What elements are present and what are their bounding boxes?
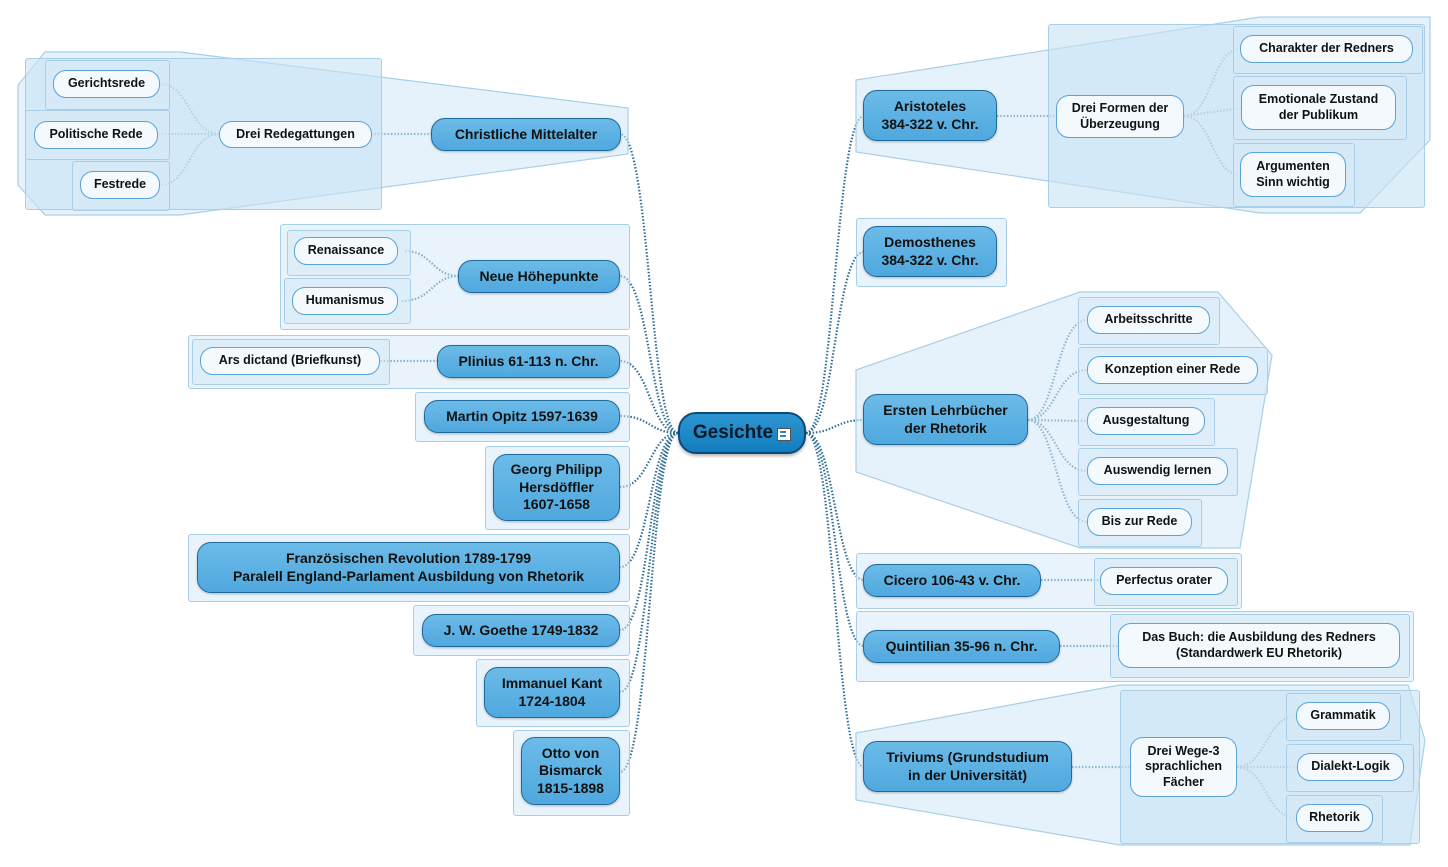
subtopic-arbeitsschritte[interactable]: Arbeitsschritte: [1087, 306, 1210, 334]
topic-demosthenes[interactable]: Demosthenes 384-322 v. Chr.: [863, 226, 997, 277]
subtopic-label: Ars dictand (Briefkunst): [218, 353, 362, 368]
subtopic-charakter[interactable]: Charakter der Redners: [1240, 35, 1413, 63]
subtopic-drei-formen[interactable]: Drei Formen der Überzeugung: [1056, 95, 1184, 138]
subtopic-label-line1: Argumenten: [1256, 158, 1330, 173]
topic-label: Martin Opitz 1597-1639: [446, 407, 598, 424]
subtopic-label: Bis zur Rede: [1101, 514, 1178, 529]
topic-cicero[interactable]: Cicero 106-43 v. Chr.: [863, 564, 1041, 597]
subtopic-label-line1: Drei Wege-3: [1147, 743, 1220, 758]
subtopic-label: Festrede: [93, 177, 147, 192]
topic-label: Quintilian 35-96 n. Chr.: [885, 637, 1038, 654]
subtopic-konzeption[interactable]: Konzeption einer Rede: [1087, 356, 1258, 384]
subtopic-label: Gerichtsrede: [67, 76, 146, 91]
subtopic-label-line2: Sinn wichtig: [1256, 174, 1330, 189]
topic-aristoteles[interactable]: Aristoteles 384-322 v. Chr.: [863, 90, 997, 141]
topic-label-line2: Bismarck: [538, 762, 603, 779]
topic-label-line1: Otto von: [541, 744, 600, 761]
topic-christliche-mittelalter[interactable]: Christliche Mittelalter: [431, 118, 621, 151]
topic-label-line1: Demosthenes: [884, 234, 976, 250]
topic-opitz[interactable]: Martin Opitz 1597-1639: [424, 400, 620, 433]
subtopic-perfectus[interactable]: Perfectus orater: [1100, 567, 1228, 595]
topic-label: Christliche Mittelalter: [454, 125, 598, 142]
subtopic-humanismus[interactable]: Humanismus: [292, 287, 398, 315]
topic-label-line1: Georg Philipp: [510, 461, 603, 478]
subtopic-drei-wege[interactable]: Drei Wege-3 sprachlichen Fächer: [1130, 737, 1237, 797]
subtopic-gerichtsrede[interactable]: Gerichtsrede: [53, 70, 160, 98]
subtopic-label: Rhetorik: [1309, 810, 1360, 825]
topic-label: J. W. Goethe 1749-1832: [443, 621, 599, 638]
subtopic-label-line2: sprachlichen: [1144, 759, 1223, 774]
subtopic-label: Auswendig lernen: [1103, 463, 1212, 478]
subtopic-label: Drei Redegattungen: [236, 126, 355, 141]
subtopic-label-line1: Das Buch: die Ausbildung des Redners: [1142, 629, 1376, 644]
topic-triviums[interactable]: Triviums (Grundstudium in der Universitä…: [863, 741, 1072, 792]
subtopic-emotionale[interactable]: Emotionale Zustand der Publikum: [1241, 85, 1396, 130]
subtopic-festrede[interactable]: Festrede: [80, 171, 160, 199]
subtopic-label: Ausgestaltung: [1102, 413, 1190, 428]
subtopic-label: Charakter der Redners: [1259, 41, 1394, 56]
topic-label-line2: der Rhetorik: [904, 419, 987, 436]
topic-plinius[interactable]: Plinius 61-113 n. Chr.: [437, 345, 620, 378]
topic-label: Plinius 61-113 n. Chr.: [458, 352, 599, 369]
subtopic-dialekt-logik[interactable]: Dialekt-Logik: [1297, 753, 1404, 781]
topic-label-line2: Paralell England-Parlament Ausbildung vo…: [232, 567, 585, 584]
topic-bismarck[interactable]: Otto von Bismarck 1815-1898: [521, 737, 620, 805]
subtopic-ausgestaltung[interactable]: Ausgestaltung: [1087, 407, 1205, 435]
subtopic-bis-zur-rede[interactable]: Bis zur Rede: [1087, 508, 1192, 536]
subtopic-label: Dialekt-Logik: [1311, 759, 1390, 774]
topic-label-line1: Aristoteles: [893, 98, 967, 114]
subtopic-auswendig[interactable]: Auswendig lernen: [1087, 457, 1228, 485]
topic-label: Cicero 106-43 v. Chr.: [883, 571, 1021, 588]
topic-franzoesische-revolution[interactable]: Französischen Revolution 1789-1799 Paral…: [197, 542, 620, 593]
central-topic[interactable]: Gesichte: [678, 412, 806, 454]
subtopic-label: Renaissance: [307, 243, 385, 258]
subtopic-label: Perfectus orater: [1116, 573, 1212, 588]
subtopic-ars-dictand[interactable]: Ars dictand (Briefkunst): [200, 347, 380, 375]
topic-label-line2: 384-322 v. Chr.: [881, 115, 979, 132]
subtopic-das-buch[interactable]: Das Buch: die Ausbildung des Redners (St…: [1118, 623, 1400, 668]
topic-label-line1: Triviums (Grundstudium: [886, 749, 1049, 765]
topic-quintilian[interactable]: Quintilian 35-96 n. Chr.: [863, 630, 1060, 663]
topic-label-line1: Immanuel Kant: [501, 675, 603, 691]
topic-label-line2: 384-322 v. Chr.: [881, 251, 979, 268]
subtopic-label: Politische Rede: [49, 127, 143, 142]
topic-label-line1: Französischen Revolution 1789-1799: [285, 550, 532, 566]
subtopic-label-line2: (Standardwerk EU Rhetorik): [1175, 645, 1342, 660]
subtopic-label: Humanismus: [305, 293, 385, 308]
subtopic-label: Konzeption einer Rede: [1104, 362, 1241, 377]
subtopic-label-line2: der Publikum: [1278, 107, 1359, 122]
subtopic-drei-redegattungen[interactable]: Drei Redegattungen: [219, 121, 372, 148]
subtopic-renaissance[interactable]: Renaissance: [294, 237, 398, 265]
topic-label-line3: 1815-1898: [537, 779, 604, 796]
subtopic-rhetorik[interactable]: Rhetorik: [1296, 804, 1373, 832]
subtopic-label-line1: Drei Formen der: [1071, 100, 1169, 115]
topic-label-line3: 1607-1658: [523, 496, 590, 513]
subtopic-label: Grammatik: [1310, 708, 1376, 723]
subtopic-label: Arbeitsschritte: [1104, 312, 1193, 327]
topic-georg-philipp[interactable]: Georg Philipp Hersdöffler 1607-1658: [493, 454, 620, 521]
topic-goethe[interactable]: J. W. Goethe 1749-1832: [422, 614, 620, 647]
topic-kant[interactable]: Immanuel Kant 1724-1804: [484, 667, 620, 718]
subtopic-label-line2: Überzeugung: [1080, 116, 1160, 131]
topic-label-line1: Ersten Lehrbücher: [883, 402, 1008, 418]
subtopic-argumenten[interactable]: Argumenten Sinn wichtig: [1240, 152, 1346, 197]
topic-label-line2: Hersdöffler: [519, 478, 594, 495]
topic-label-line2: 1724-1804: [518, 692, 586, 709]
subtopic-politische-rede[interactable]: Politische Rede: [34, 121, 158, 149]
subtopic-grammatik[interactable]: Grammatik: [1296, 702, 1390, 730]
topic-label-line2: in der Universität): [907, 766, 1028, 783]
subtopic-label-line1: Emotionale Zustand: [1258, 91, 1379, 106]
topic-label: Neue Höhepunkte: [479, 267, 599, 284]
central-topic-label: Gesichte: [692, 422, 774, 444]
topic-ersten-lehrbuecher[interactable]: Ersten Lehrbücher der Rhetorik: [863, 394, 1028, 445]
topic-neue-hoehepunkte[interactable]: Neue Höhepunkte: [458, 260, 620, 293]
note-icon[interactable]: [777, 427, 792, 441]
subtopic-label-line3: Fächer: [1163, 774, 1204, 789]
